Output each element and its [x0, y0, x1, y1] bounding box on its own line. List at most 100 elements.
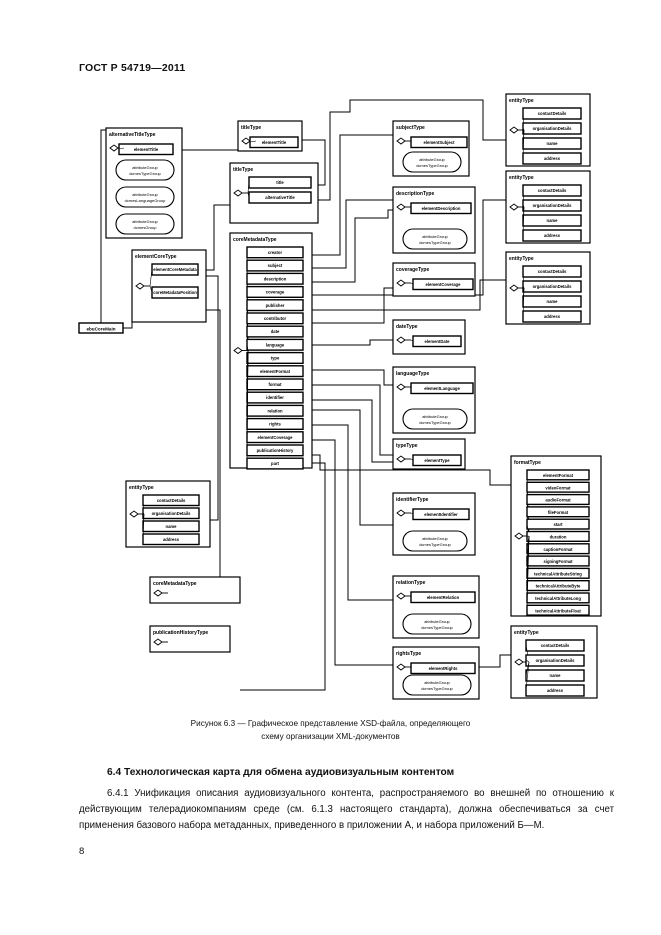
attribute-group-label: attributeGroup [132, 219, 158, 224]
type-box-publication-history-type: publicationHistoryType [149, 625, 231, 653]
connector-line [312, 424, 393, 601]
attribute-group-label: attributeGroup [422, 234, 448, 239]
schema-element-label: relation [267, 408, 283, 413]
type-box-title: relationType [396, 580, 426, 586]
schema-element-label: elementType [424, 458, 450, 463]
schema-element-label: elementRelation [427, 595, 460, 600]
connector-line [312, 409, 393, 526]
attribute-group-label: attributeGroup [422, 536, 448, 541]
schema-element-label: start [553, 522, 563, 527]
root-element-label: ebuCoreMain [86, 327, 115, 332]
schema-element-label: elementSubject [424, 140, 456, 145]
schema-element-label: organisationDetails [533, 126, 573, 131]
type-box-title: subjectType [396, 125, 425, 131]
schema-element-label: name [547, 141, 559, 146]
attribute-group-type: dcmesTypeGroup [416, 163, 448, 168]
attribute-group-type: dcmesTypeGroup [419, 542, 451, 547]
type-box-entity-type: entityTypecontactDetailsorganisationDeta… [505, 93, 591, 167]
schema-element [142, 533, 200, 546]
schema-element [246, 365, 304, 378]
connector-line [182, 140, 239, 151]
schema-element-label: elementDescription [422, 206, 461, 211]
schema-element-label: publisher [266, 303, 285, 308]
schema-element-label: part [271, 461, 280, 466]
type-box-title: languageType [396, 371, 429, 377]
connector-line [312, 199, 393, 269]
type-box-core-metadata-type: coreMetadataType [149, 576, 241, 604]
type-box-entity-type: entityTypecontactDetailsorganisationDeta… [505, 170, 591, 244]
type-box-title: identifierType [396, 497, 429, 503]
schema-element-label: technicalAttributeFloat [535, 608, 581, 613]
type-box-title: entityType [514, 630, 539, 636]
schema-element [522, 310, 582, 323]
schema-element-label: coverage [266, 290, 285, 295]
schema-element [151, 286, 199, 299]
schema-element-label: contactDetails [538, 111, 567, 116]
type-box-language-type: languageTypeelementLanguageattributeGrou… [392, 366, 476, 434]
connector-line [150, 309, 221, 601]
type-box-title: entityType [509, 256, 534, 262]
type-boxes: alternativeTitleTypeelementTitleattribut… [105, 93, 602, 700]
type-box-rights-type: rightsTypeelementRightsattributeGroupdcm… [392, 646, 480, 700]
schema-element [525, 684, 585, 697]
schema-element [249, 136, 299, 149]
schema-element-label: contactDetails [157, 498, 186, 503]
type-box-type-type: typeType elementType [392, 438, 466, 470]
type-box-title: typeType [396, 443, 418, 449]
schema-element-label: organisationDetails [533, 284, 573, 289]
schema-element [412, 278, 474, 291]
schema-element-label: elementTitle [262, 140, 287, 145]
schema-element [522, 137, 582, 150]
schema-element-label: elementIdentifier [424, 512, 458, 517]
schema-element [526, 481, 590, 493]
schema-element-label: name [547, 299, 559, 304]
schema-element [410, 136, 468, 149]
connector-line [318, 99, 506, 201]
type-box-element-core-type: elementCoreTypeelementCoreMetadatacoreMe… [131, 249, 207, 323]
schema-element-label: audioFormat [545, 498, 571, 503]
type-box-title: entityType [129, 485, 154, 491]
type-box-subject-type: subjectTypeelementSubjectattributeGroupd… [392, 120, 470, 177]
schema-element-label: language [266, 342, 285, 347]
schema-element-label: videoFormat [545, 485, 571, 490]
type-box-title: formatType [514, 460, 541, 466]
connector-line [312, 279, 506, 311]
type-box-alternative-title-type: alternativeTitleTypeelementTitleattribut… [105, 127, 183, 239]
schema-element-label: elementRights [429, 666, 459, 671]
schema-element-label: alternativeTitle [265, 195, 295, 200]
schema-element [522, 229, 582, 242]
schema-element [526, 506, 590, 518]
attribute-group [402, 408, 468, 430]
connector-line [312, 399, 393, 463]
attribute-group-type: dcmesTypeGroup [421, 686, 453, 691]
type-box-title: coverageType [396, 267, 429, 273]
attribute-group-type: dcmesTypeGroup [129, 171, 161, 176]
attribute-group [402, 530, 468, 552]
schema-element [526, 493, 590, 506]
page-number: 8 [79, 846, 85, 857]
schema-element [412, 335, 462, 348]
schema-element [522, 214, 582, 227]
schema-element-label: elementFormat [260, 369, 291, 374]
type-box-title: titleType [241, 125, 261, 131]
attribute-group [402, 151, 462, 173]
schema-element-label: creator [268, 250, 283, 255]
schema-element-label: elementFormat [543, 473, 574, 478]
figure-caption-line-2: схему организации XML-документов [261, 732, 400, 741]
section-paragraph: 6.4.1 Унификация описания аудиовизуально… [79, 788, 614, 831]
schema-element-label: coreMetadataPosition [153, 290, 197, 295]
connector-line [206, 204, 230, 271]
connector-line [123, 296, 133, 329]
schema-element-label: organisationDetails [536, 658, 576, 663]
type-box-title: publicationHistoryType [153, 630, 208, 636]
connector-line [312, 384, 393, 456]
root-element-box [78, 322, 124, 334]
type-box-entity-type: entityTypecontactDetailsorganisationDeta… [510, 625, 598, 699]
schema-element-label: elementLanguage [424, 386, 460, 391]
schema-element-label: fileFormat [548, 510, 569, 515]
schema-element [525, 654, 585, 667]
connector-line [302, 139, 326, 186]
section-heading: 6.4 Технологическая карта для обмена ауд… [107, 767, 455, 778]
